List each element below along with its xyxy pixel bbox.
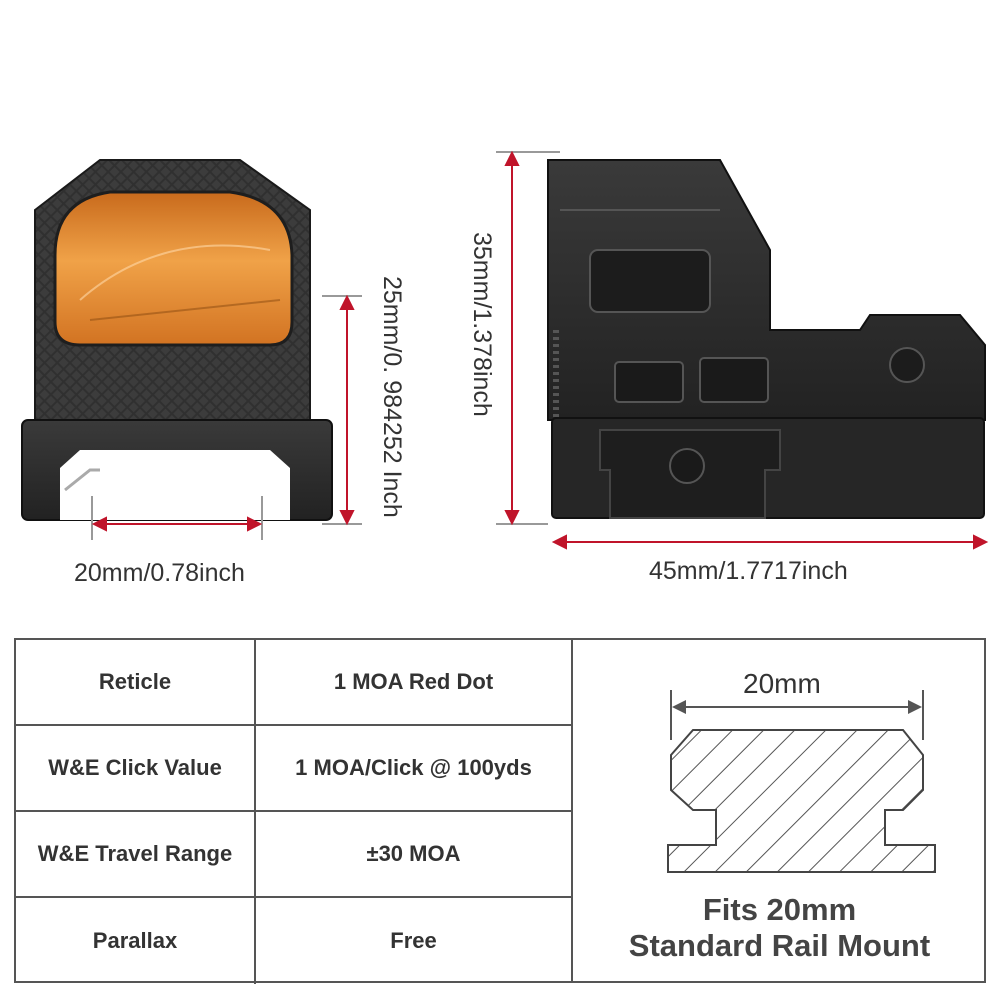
rail-cross-section (667, 729, 936, 873)
spec-label: W&E Click Value (16, 726, 256, 810)
side-length-label: 45mm/1.7717inch (649, 557, 848, 585)
side-view (547, 159, 986, 519)
table-divider (571, 640, 573, 981)
side-height-label: 35mm/1.378inch (468, 232, 496, 417)
button-right (699, 357, 769, 403)
spec-value: 1 MOA Red Dot (333, 669, 494, 694)
spec-label: W&E Travel Range (16, 812, 256, 896)
button-left (614, 361, 684, 403)
front-view (21, 159, 333, 521)
spec-row-reticle: Reticle 1 MOA Red Dot (16, 640, 573, 726)
spec-label: Parallax (16, 898, 256, 984)
spec-value: Free (390, 928, 437, 953)
rail-panel: 20mm Fits 20mm Standard Rail Mount (573, 640, 986, 981)
spec-label: Reticle (16, 640, 256, 724)
product-illustration (21, 150, 989, 550)
rail-profile-diagram (667, 690, 936, 873)
side-window (589, 249, 711, 313)
front-width-label: 20mm/0.78inch (74, 559, 245, 587)
dimension-lines (91, 150, 989, 550)
rail-caption-line2: Standard Rail Mount (628, 928, 931, 963)
spec-row-parallax: Parallax Free (16, 898, 573, 984)
rail-caption-line1: Fits 20mm (702, 892, 857, 927)
spec-value: 1 MOA/Click @ 100yds (295, 755, 532, 780)
spec-row-click-value: W&E Click Value 1 MOA/Click @ 100yds (16, 726, 573, 812)
spec-table: Reticle 1 MOA Red Dot W&E Click Value 1 … (14, 638, 986, 984)
spec-value: ±30 MOA (366, 841, 461, 866)
front-height-label: 25mm/0. 984252 Inch (378, 276, 406, 518)
spec-row-travel-range: W&E Travel Range ±30 MOA (16, 812, 573, 898)
rail-dimension-label: 20mm (743, 668, 821, 699)
lens (53, 190, 294, 347)
